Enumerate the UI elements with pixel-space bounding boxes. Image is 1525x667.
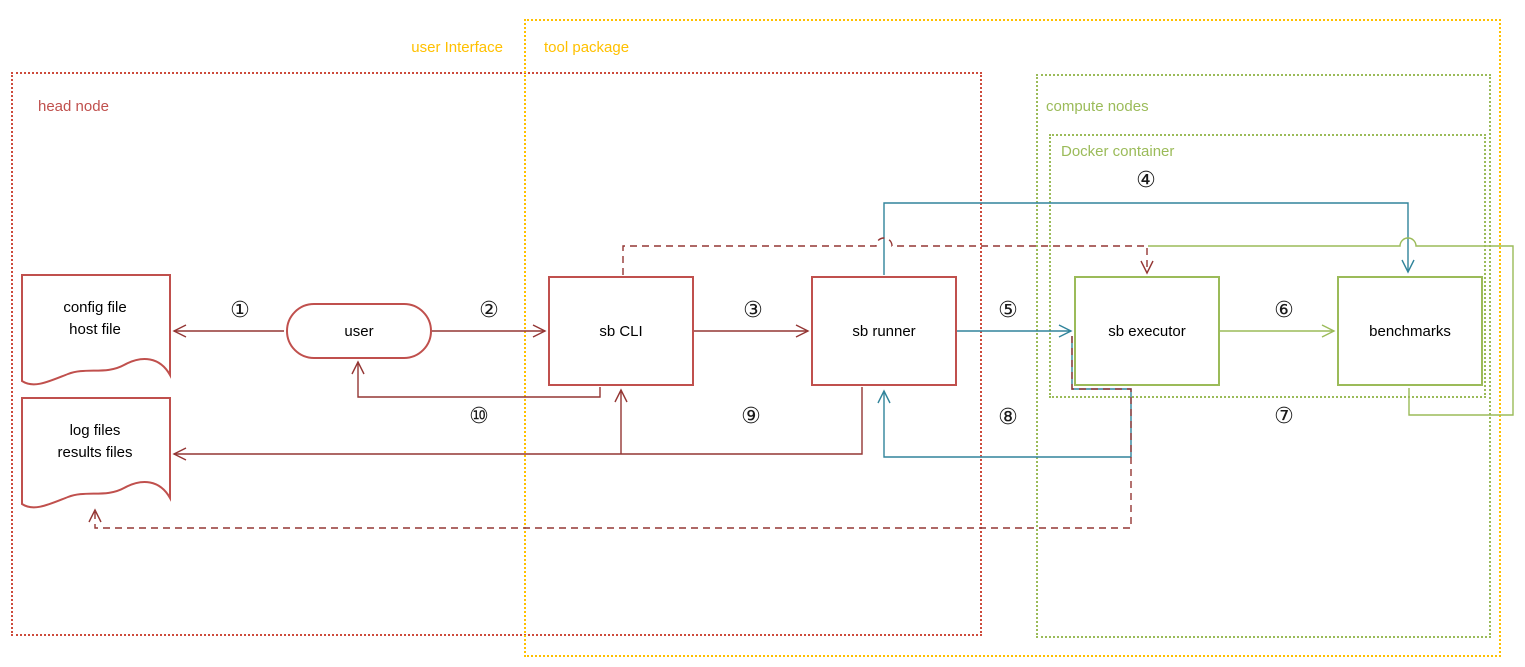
step-8-badge: ⑧ (998, 405, 1018, 430)
tool-package-label: tool package (544, 39, 630, 56)
log-files-line1: log files (69, 421, 121, 439)
arrow-10-cli-to-user (351, 360, 601, 398)
node-sb-executor-label: sb executor (1108, 322, 1186, 340)
arrow-7-benchmarks-return (1148, 237, 1514, 416)
step-2-badge: ② (479, 298, 499, 323)
step-1-badge: ① (230, 298, 250, 323)
node-config-files: config file host file (20, 276, 170, 361)
node-sb-cli-label: sb CLI (599, 322, 643, 340)
config-file-line2: host file (69, 320, 121, 338)
node-sb-executor: sb executor (1074, 276, 1220, 386)
arrow-9-runner-to-logfiles (172, 387, 863, 461)
user-interface-label: user Interface (411, 39, 503, 56)
tool-package-container (524, 19, 1501, 657)
node-user: user (286, 303, 432, 359)
compute-nodes-label: compute nodes (1046, 98, 1149, 115)
node-log-files: log files results files (20, 399, 170, 484)
config-file-line1: config file (63, 298, 127, 316)
node-user-label: user (344, 322, 374, 340)
dashed-arrow-executor-to-logfiles (88, 336, 1132, 529)
step-5-badge: ⑤ (998, 298, 1018, 323)
docker-container-box (1049, 134, 1486, 398)
node-benchmarks: benchmarks (1337, 276, 1483, 386)
step-7-badge: ⑦ (1274, 404, 1294, 429)
dashed-arrow-cli-to-executor (622, 237, 1154, 275)
step-6-badge: ⑥ (1274, 298, 1294, 323)
log-files-document-shape (21, 397, 171, 509)
step-9-badge: ⑨ (741, 404, 761, 429)
config-file-document-shape (21, 274, 171, 386)
docker-container-label: Docker container (1061, 143, 1175, 160)
compute-nodes-container (1036, 74, 1491, 638)
node-sb-runner-label: sb runner (852, 322, 916, 340)
arrow-4-runner-to-benchmarks (883, 202, 1415, 275)
head-node-label: head node (38, 98, 109, 115)
node-benchmarks-label: benchmarks (1369, 322, 1451, 340)
log-files-line2: results files (57, 443, 133, 461)
head-node-container (11, 72, 982, 636)
node-sb-cli: sb CLI (548, 276, 694, 386)
step-4-badge: ④ (1136, 168, 1156, 193)
step-10-badge: ⑩ (469, 404, 489, 429)
node-sb-runner: sb runner (811, 276, 957, 386)
step-3-badge: ③ (743, 298, 763, 323)
